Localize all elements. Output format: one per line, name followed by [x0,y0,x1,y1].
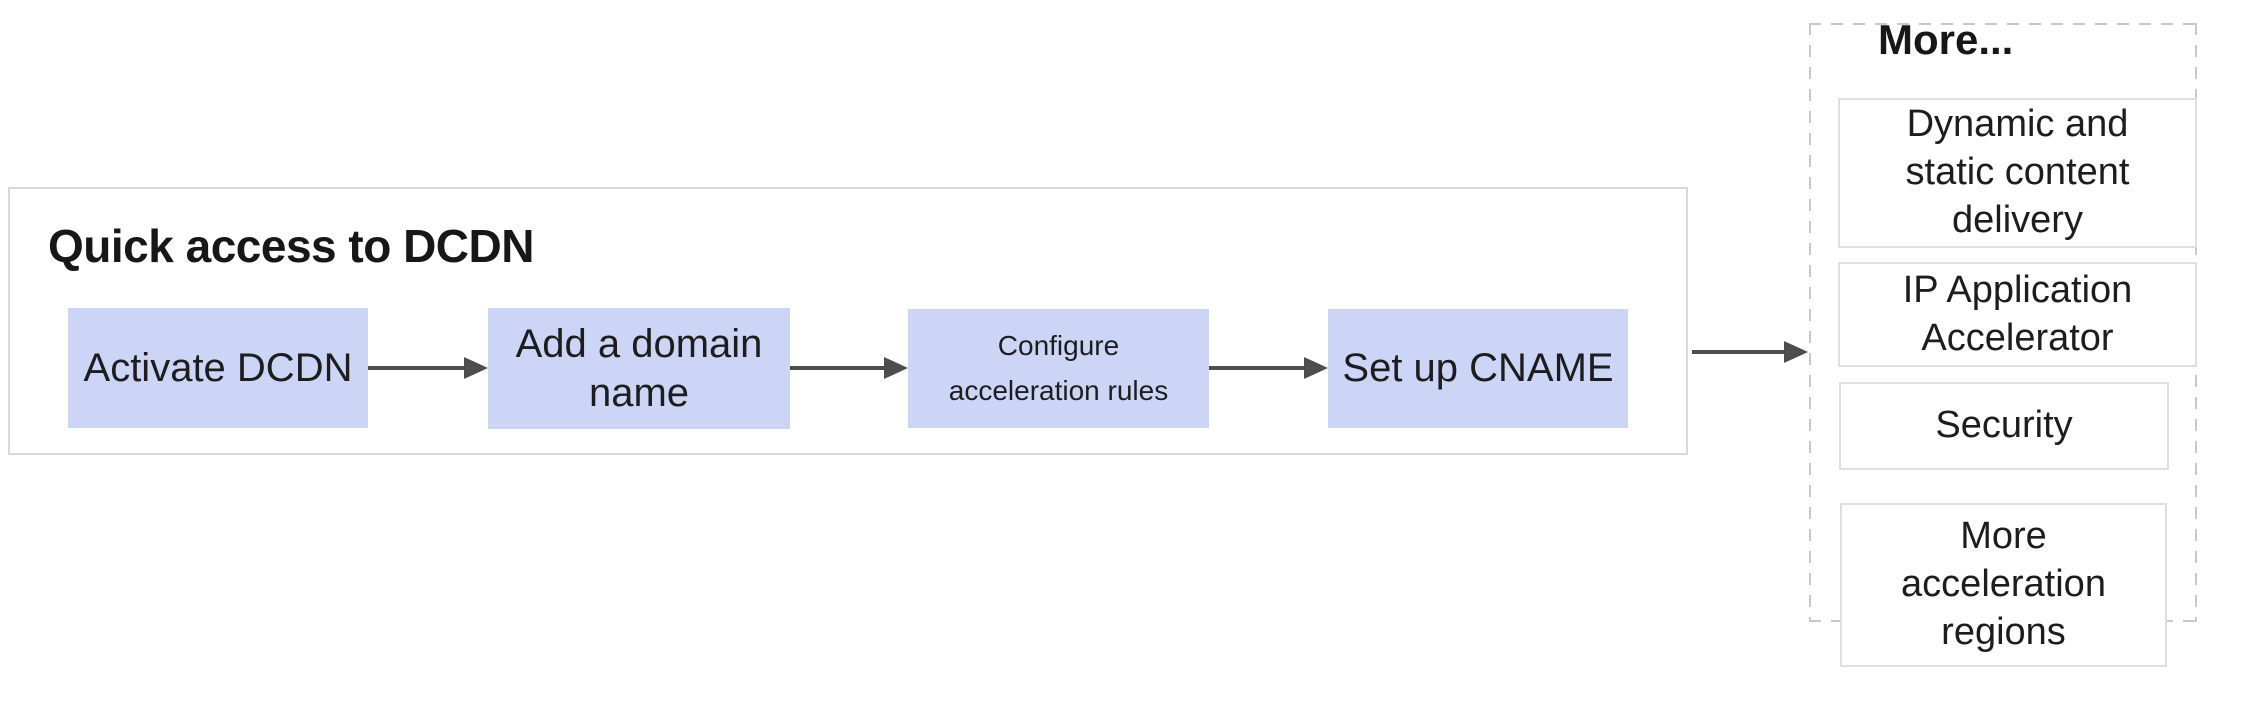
more-item-label: Security [1935,404,2073,447]
quick-access-title: Quick access to DCDN [48,220,534,272]
more-panel-title: More... [1878,16,2014,63]
flow-arrow-3 [1209,357,1328,379]
arrow-right-icon [1304,357,1328,379]
arrow-right-icon [884,357,908,379]
step-label: Add a domain name [515,321,763,415]
arrow-line [368,366,464,370]
more-item-more-acceleration-regions[interactable]: More acceleration regions [1840,503,2167,667]
more-item-label: IP Application Accelerator [1902,268,2133,359]
arrow-right-icon [464,357,488,379]
step-label: Activate DCDN [83,345,353,390]
step-label: Set up CNAME [1342,346,1614,391]
more-item-label: More acceleration regions [1901,515,2106,653]
more-item-ip-application-accelerator[interactable]: IP Application Accelerator [1838,262,2197,367]
arrow-line [1209,366,1304,370]
step-label: Configure acceleration rules [948,329,1169,406]
more-panel-arrow [1692,341,1808,363]
more-item-security[interactable]: Security [1839,382,2169,470]
more-item-dynamic-static-content-delivery[interactable]: Dynamic and static content delivery [1838,98,2197,248]
more-item-label: Dynamic and static content delivery [1905,103,2130,241]
arrow-line [790,366,884,370]
flow-arrow-1 [368,357,488,379]
arrow-line [1692,350,1784,354]
flow-arrow-2 [790,357,908,379]
arrow-right-icon [1784,341,1808,363]
step-add-domain-name[interactable]: Add a domain name [488,308,790,429]
step-set-up-cname[interactable]: Set up CNAME [1328,309,1628,428]
step-configure-acceleration-rules[interactable]: Configure acceleration rules [908,309,1209,428]
step-activate-dcdn[interactable]: Activate DCDN [68,308,368,428]
